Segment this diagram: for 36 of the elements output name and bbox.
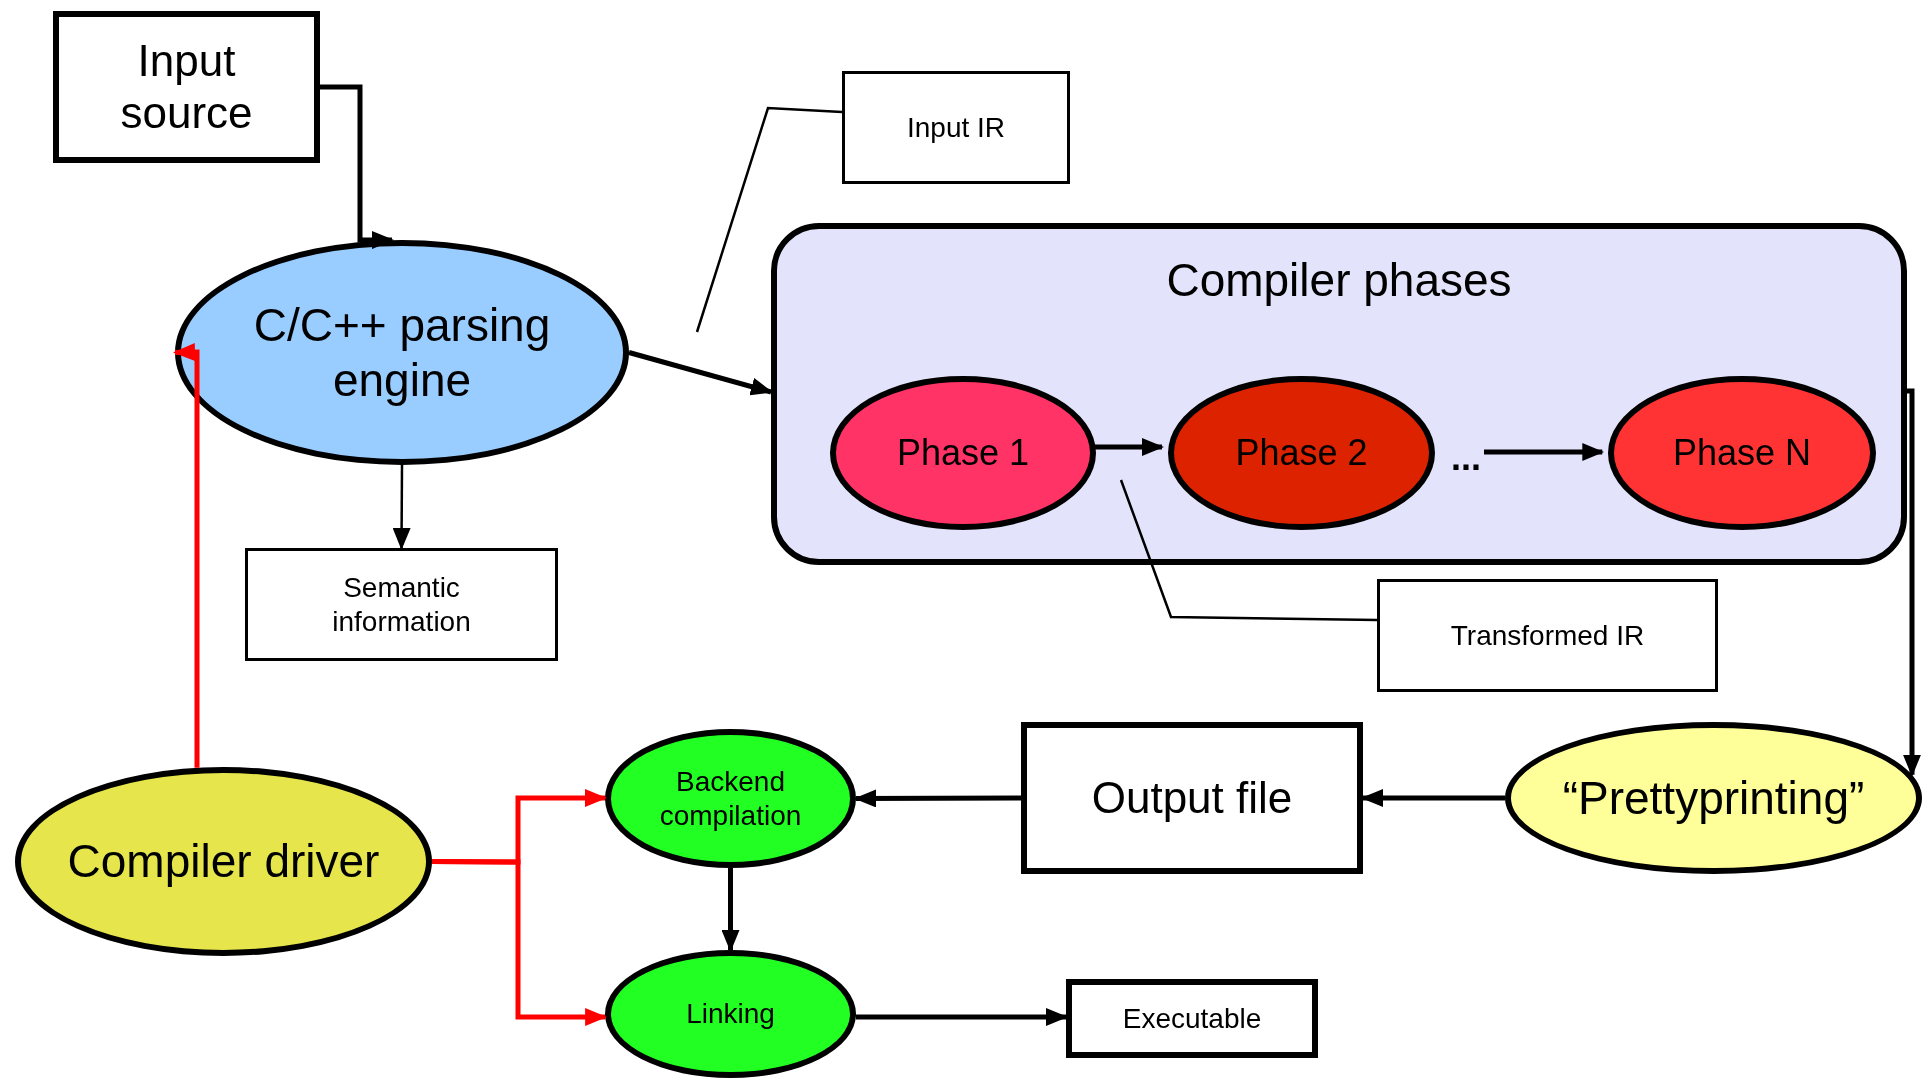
node-label: Output file (1090, 772, 1294, 824)
arrow (1484, 443, 1605, 461)
node-label: Compiler driver (66, 834, 381, 889)
input-box (53, 11, 320, 163)
arrow (721, 868, 740, 952)
callout-box (1377, 579, 1718, 692)
callout-box (842, 71, 1070, 184)
group-title: Compiler phases (1165, 253, 1513, 308)
node-label: Phase 1 (895, 431, 1031, 475)
node-label: Linking (685, 997, 776, 1031)
group-container (771, 223, 1907, 565)
node-label: Phase N (1671, 431, 1813, 475)
arrow (628, 350, 773, 396)
leader-line (695, 106, 843, 333)
node-label: Phase 2 (1234, 431, 1369, 475)
node-label: Semantic information (331, 571, 472, 638)
output-box (1066, 979, 1318, 1058)
leader-line (1119, 479, 1377, 622)
node-label: Transformed IR (1449, 619, 1646, 652)
output-box (245, 548, 558, 661)
node-label: ... (1451, 436, 1481, 480)
arrow (320, 84, 394, 250)
node-label: Input IR (905, 111, 1007, 144)
arrow (854, 789, 1021, 808)
arrow (432, 859, 608, 1026)
arrow (392, 465, 411, 550)
node-label: C/C++ parsing engine (252, 298, 552, 407)
output-box (1021, 722, 1363, 874)
arrow (1361, 789, 1505, 807)
arrow (1903, 388, 1921, 777)
arrow (855, 1008, 1068, 1026)
arrow (173, 343, 200, 768)
node-label: Backend compilation (658, 765, 803, 832)
node-label: Executable (1121, 1002, 1263, 1035)
node-label: “Prettyprinting” (1561, 770, 1866, 826)
node-label: Input source (119, 35, 254, 139)
